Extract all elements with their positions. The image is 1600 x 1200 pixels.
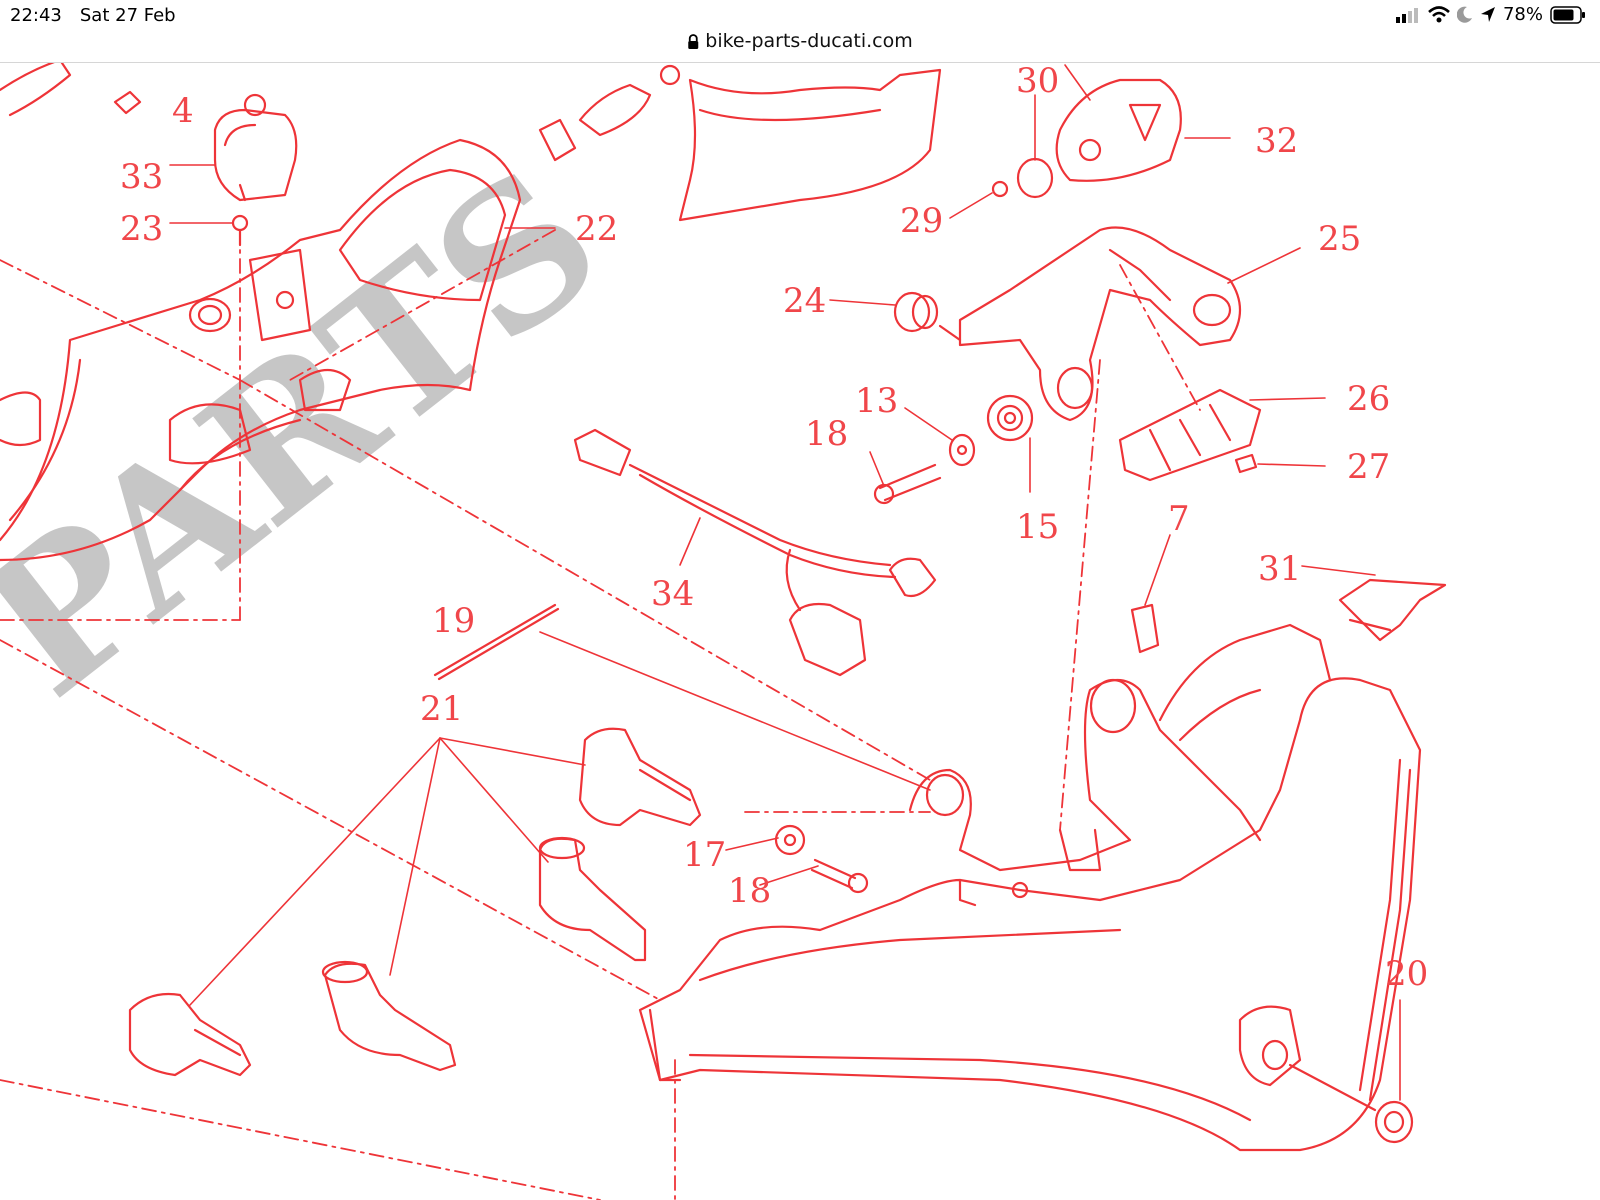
label-34: 34 <box>651 574 694 614</box>
guide-lines <box>0 229 1201 1200</box>
battery-icon <box>1550 5 1585 24</box>
label-13: 13 <box>855 381 898 421</box>
part-labels: 4 33 23 22 30 32 29 25 24 13 18 26 15 27… <box>120 63 1428 994</box>
cellular-signal-icon <box>1395 7 1418 23</box>
part-25-bracket <box>958 226 1241 422</box>
label-27: 27 <box>1347 447 1390 487</box>
lock-icon <box>688 33 699 49</box>
part-29-nut <box>991 180 1009 198</box>
top-clips <box>0 63 681 162</box>
bulb-2 <box>538 836 647 962</box>
address-bar-content[interactable]: bike-parts-ducati.com <box>687 30 913 52</box>
part-17-spacer <box>774 824 806 856</box>
bulb-4 <box>321 960 457 1072</box>
part-26-connector <box>1118 388 1262 482</box>
label-17: 17 <box>683 835 726 875</box>
part-24-grommet <box>893 291 962 342</box>
status-time: 22:43 <box>10 5 62 26</box>
watermark-text: PARTS <box>0 126 640 739</box>
leader-lines <box>169 64 1401 1101</box>
label-15: 15 <box>1016 507 1059 547</box>
label-32: 32 <box>1255 121 1298 161</box>
label-21: 21 <box>420 689 463 729</box>
headlight-housing <box>0 138 522 562</box>
bulb-3 <box>128 992 252 1077</box>
url-text[interactable]: bike-parts-ducati.com <box>705 30 913 52</box>
label-20: 20 <box>1385 954 1428 994</box>
part-27-clip <box>1234 453 1258 474</box>
label-7: 7 <box>1168 499 1190 539</box>
label-4: 4 <box>172 91 194 131</box>
label-26: 26 <box>1347 379 1390 419</box>
status-right: 78% <box>1395 4 1586 25</box>
status-left: 22:43 Sat 27 Feb <box>10 5 176 26</box>
part-30-washer <box>1016 157 1054 199</box>
part-32-cover <box>1055 78 1182 182</box>
part-20-grommet <box>1288 1063 1414 1144</box>
label-19: 19 <box>432 601 475 641</box>
moon-icon <box>1456 6 1472 23</box>
wifi-icon <box>1428 6 1450 23</box>
status-bar: 22:43 Sat 27 Feb 78% <box>0 0 1600 30</box>
label-33: 33 <box>120 157 163 197</box>
part-31-bracket <box>1338 578 1447 642</box>
parts-diagram-canvas: PARTS <box>0 63 1447 1200</box>
label-29: 29 <box>900 201 943 241</box>
part-15-grommet <box>986 394 1034 442</box>
label-31: 31 <box>1258 549 1301 589</box>
part-18-bolt-upper <box>873 463 942 505</box>
status-date: Sat 27 Feb <box>79 5 176 26</box>
battery-percent: 78% <box>1502 4 1543 25</box>
address-bar[interactable]: bike-parts-ducati.com <box>0 28 1600 63</box>
parts-diagram: PARTS <box>0 63 1600 1200</box>
part-19-cable <box>433 603 560 681</box>
label-22: 22 <box>575 209 618 249</box>
part-23-screw <box>231 214 249 247</box>
label-18-lower: 18 <box>728 871 771 911</box>
part-13-washer <box>948 433 976 467</box>
location-arrow-icon <box>1480 7 1495 22</box>
part-34-wiring-harness <box>573 428 937 677</box>
part-33-bracket <box>213 93 298 202</box>
watermark: PARTS <box>0 126 640 739</box>
label-23: 23 <box>120 209 163 249</box>
label-18-upper: 18 <box>805 414 848 454</box>
label-24: 24 <box>783 281 826 321</box>
part-7-clip <box>1130 603 1160 654</box>
label-30: 30 <box>1016 63 1059 101</box>
bulb-1 <box>578 727 702 827</box>
label-25: 25 <box>1318 219 1361 259</box>
upper-duct <box>678 68 942 222</box>
part-18-bolt-lower <box>810 858 869 894</box>
main-support-frame <box>638 623 1422 1152</box>
